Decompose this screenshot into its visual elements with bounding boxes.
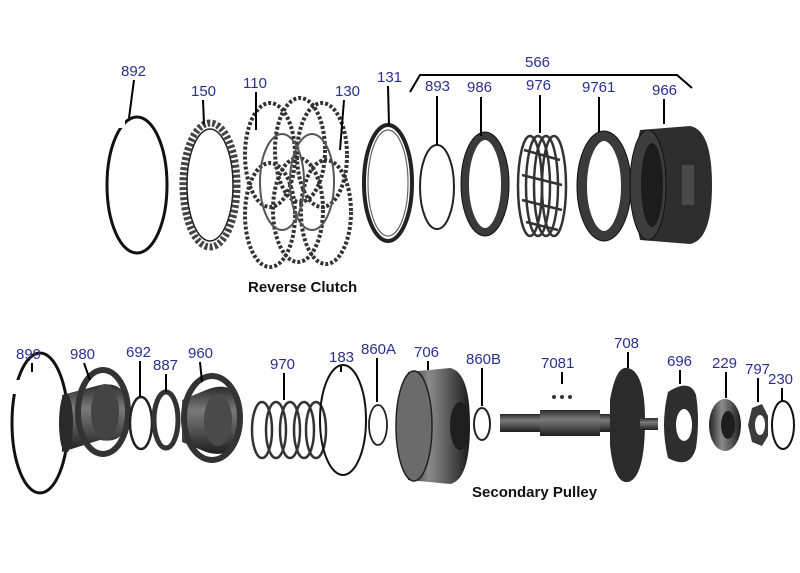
label-706: 706 (414, 344, 439, 361)
label-887: 887 (153, 357, 178, 374)
caption-reverse-clutch: Reverse Clutch (248, 279, 357, 296)
part-692-ring (128, 395, 154, 451)
part-893-ring (419, 144, 455, 230)
part-887-ring (151, 389, 181, 451)
label-797: 797 (745, 361, 770, 378)
part-7081-balls (552, 395, 572, 399)
part-892-snap-ring (105, 115, 169, 255)
part-706-pulley (395, 368, 470, 484)
bracket-566 (409, 74, 693, 93)
leader-130 (339, 99, 345, 151)
leader-892 (128, 79, 135, 119)
label-566: 566 (525, 54, 550, 71)
part-986-ring (460, 131, 510, 237)
label-986: 986 (467, 79, 492, 96)
part-110-130-clutch-pack (243, 96, 353, 269)
label-708: 708 (614, 335, 639, 352)
label-183: 183 (329, 349, 354, 366)
label-696: 696 (667, 353, 692, 370)
leader-980 (83, 362, 91, 381)
label-899: 899 (16, 346, 41, 363)
part-980-cylinder (59, 367, 131, 457)
label-966: 966 (652, 82, 677, 99)
label-130: 130 (335, 83, 360, 100)
label-976: 976 (526, 77, 551, 94)
part-230-ring (771, 400, 795, 450)
caption-secondary-pulley: Secondary Pulley (472, 484, 598, 501)
part-976-spring (516, 134, 568, 238)
label-692: 692 (126, 344, 151, 361)
part-970-spring (250, 400, 328, 460)
leader-150 (202, 99, 205, 125)
leader-131 (387, 85, 390, 126)
label-980: 980 (70, 346, 95, 363)
part-960-cylinder (181, 373, 243, 463)
label-970: 970 (270, 356, 295, 373)
label-7081: 7081 (541, 355, 574, 372)
part-860a-ring (368, 404, 388, 446)
part-708-shaft-sheave (500, 367, 658, 483)
part-150-plate (179, 119, 241, 251)
label-893: 893 (425, 78, 450, 95)
label-860a: 860A (361, 341, 396, 358)
part-966-piston (629, 126, 712, 244)
part-131-plate (362, 123, 414, 243)
label-110: 110 (243, 75, 267, 92)
part-696-plate (664, 385, 698, 463)
label-9761: 9761 (582, 79, 615, 96)
part-229-bearing (709, 399, 741, 451)
label-892: 892 (121, 63, 146, 80)
label-150: 150 (191, 83, 216, 100)
label-230: 230 (768, 371, 793, 388)
label-229: 229 (712, 355, 737, 372)
part-860b-ring (473, 407, 491, 441)
label-960: 960 (188, 345, 213, 362)
part-9761-ring (576, 130, 632, 242)
part-797-nut (748, 404, 768, 446)
label-860b: 860B (466, 351, 501, 368)
leader-960 (199, 361, 203, 383)
label-131: 131 (377, 69, 402, 86)
part-183-seal-ring (319, 364, 367, 476)
